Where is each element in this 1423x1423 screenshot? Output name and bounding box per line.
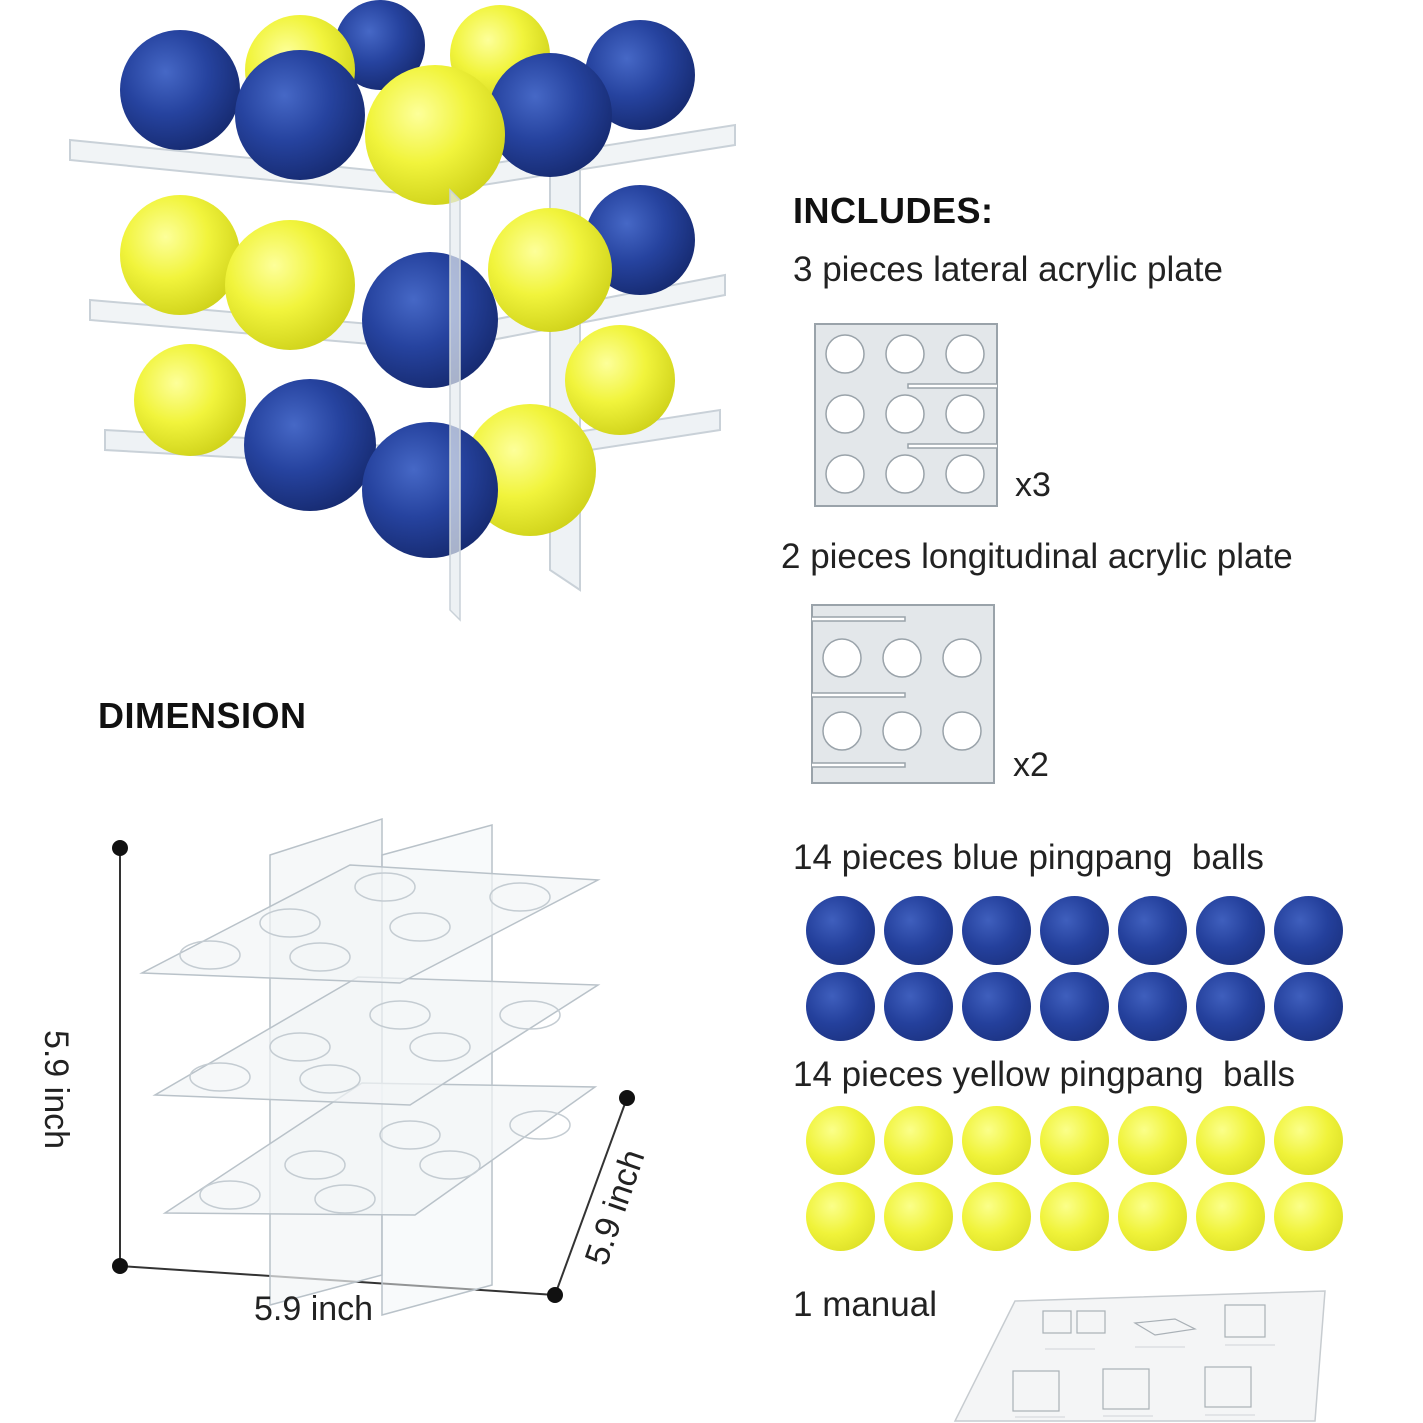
dimension-heading: DIMENSION [98, 695, 307, 736]
yellow-balls-label: 14 pieces yellow pingpang balls [793, 1055, 1295, 1094]
blue-ball [1040, 972, 1109, 1041]
blue-ball [1274, 896, 1343, 965]
blue-ball [884, 972, 953, 1041]
blue-ball [1040, 896, 1109, 965]
lateral-plate-label: 3 pieces lateral acrylic plate [793, 250, 1223, 289]
blue-ball [806, 896, 875, 965]
yellow-ball [1040, 1182, 1109, 1251]
yellow-ball [1196, 1182, 1265, 1251]
manual-illustration [953, 1290, 1326, 1422]
blue-balls-row-2 [806, 972, 1343, 1041]
longitudinal-plate-qty: x2 [1013, 746, 1049, 784]
blue-ball [884, 896, 953, 965]
product-photo [69, 0, 736, 622]
yellow-ball [1274, 1106, 1343, 1175]
longitudinal-plate-illustration [811, 604, 995, 784]
blue-balls-row-1 [806, 896, 1343, 965]
yellow-ball [884, 1182, 953, 1251]
longitudinal-plate-label: 2 pieces longitudinal acrylic plate [781, 537, 1293, 576]
yellow-balls-row-1 [806, 1106, 1343, 1175]
blue-ball [962, 896, 1031, 965]
yellow-balls-row-2 [806, 1182, 1343, 1251]
includes-heading: INCLUDES: [793, 190, 994, 231]
yellow-ball [1118, 1182, 1187, 1251]
blue-ball [1196, 896, 1265, 965]
yellow-ball [1196, 1106, 1265, 1175]
blue-ball [1118, 972, 1187, 1041]
height-label: 5.9 inch [37, 1029, 76, 1150]
blue-balls-label: 14 pieces blue pingpang balls [793, 838, 1264, 877]
manual-label: 1 manual [793, 1285, 937, 1324]
yellow-ball [962, 1106, 1031, 1175]
yellow-ball [1274, 1182, 1343, 1251]
blue-ball [1118, 896, 1187, 965]
yellow-ball [1118, 1106, 1187, 1175]
yellow-ball [806, 1106, 875, 1175]
blue-ball [962, 972, 1031, 1041]
width-label: 5.9 inch [254, 1290, 374, 1328]
lateral-plate-qty: x3 [1015, 466, 1051, 504]
yellow-ball [884, 1106, 953, 1175]
yellow-ball [1040, 1106, 1109, 1175]
lateral-plate-illustration [814, 323, 998, 507]
yellow-ball [806, 1182, 875, 1251]
blue-ball [806, 972, 875, 1041]
yellow-ball [962, 1182, 1031, 1251]
blue-ball [1196, 972, 1265, 1041]
dimension-diagram [112, 817, 635, 1316]
blue-ball [1274, 972, 1343, 1041]
